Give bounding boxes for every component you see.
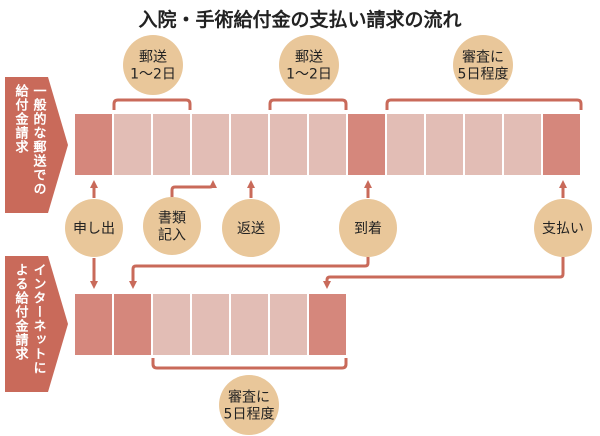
bubble-text: 郵送 [295, 50, 323, 66]
bracket-postal-send [112, 98, 192, 110]
bubble-circle [219, 375, 279, 435]
bubble-text: 審査に [462, 50, 504, 66]
bubble-circle [143, 197, 201, 255]
bubble-text: 支払い [542, 221, 584, 237]
row-label-line: 給付金請求 [13, 83, 30, 154]
bubble-text: 1～2日 [130, 67, 176, 83]
bubble-circle [279, 35, 339, 95]
bracket-postal-return [268, 98, 348, 110]
postal-timeline-row [75, 114, 580, 175]
arrow-payment-to-internet [323, 257, 565, 289]
row-label-line: よる給付金請求 [13, 263, 30, 361]
bubble-text: 5日程度 [224, 407, 275, 423]
step-payment-bubble: 支払い [534, 199, 592, 257]
timeline-cell-dark [75, 114, 112, 175]
bubble-text: 審査に [228, 390, 270, 406]
timeline-cell-light [153, 294, 190, 355]
timeline-cell-dark [348, 114, 385, 175]
bubble-circle [534, 199, 592, 257]
bubble-text: 返送 [237, 221, 265, 237]
internet-timeline-row [75, 294, 346, 355]
timeline-cell-dark [75, 294, 112, 355]
timeline-cell-light [231, 294, 268, 355]
bubble-circle [65, 199, 123, 257]
timeline-cell-light [270, 114, 307, 175]
timeline-cell-light [504, 114, 541, 175]
timeline-cell-dark [114, 294, 151, 355]
bracket-postal-review [385, 98, 583, 110]
step-apply-bubble: 申し出 [65, 199, 123, 257]
diagram-title: 入院・手術給付金の支払い請求の流れ [138, 8, 461, 31]
timeline-cell-light [192, 294, 229, 355]
timeline-cell-light [309, 114, 346, 175]
bubble-text: 記入 [158, 227, 186, 244]
timeline-cell-dark [309, 294, 346, 355]
arrow-arrival-to-internet [129, 257, 370, 289]
timeline-cell-light [114, 114, 151, 175]
duration-bubble: 郵送1～2日 [123, 35, 183, 95]
bubble-text: 到着 [354, 221, 382, 237]
bubble-text: 郵送 [139, 50, 167, 66]
row-label-line: インターネットに [31, 263, 47, 375]
timeline-cell-light [192, 114, 229, 175]
duration-bubble: 郵送1～2日 [279, 35, 339, 95]
row-label-banner [5, 256, 68, 392]
bubble-text: 1～2日 [286, 67, 332, 83]
arrow-fill-docs [170, 180, 217, 197]
step-return-bubble: 返送 [222, 199, 280, 257]
timeline-cell-light [153, 114, 190, 175]
timeline-cell-light [270, 294, 307, 355]
bubble-circle [339, 199, 397, 257]
timeline-cell-light [465, 114, 502, 175]
bubble-text: 書類 [158, 211, 186, 227]
timeline-cell-dark [543, 114, 580, 175]
timeline-cell-light [426, 114, 463, 175]
step-arrival-bubble: 到着 [339, 199, 397, 257]
bubble-text: 5日程度 [458, 67, 509, 83]
timeline-cell-light [387, 114, 424, 175]
bubble-text: 申し出 [73, 221, 115, 237]
bubble-circle [453, 35, 513, 95]
row-label-banner [5, 77, 68, 213]
bubble-circle [123, 35, 183, 95]
bracket-internet-review [151, 358, 348, 370]
bubble-circle [222, 199, 280, 257]
timeline-cell-light [231, 114, 268, 175]
row-label-line: 一般的な郵送での [31, 84, 48, 196]
